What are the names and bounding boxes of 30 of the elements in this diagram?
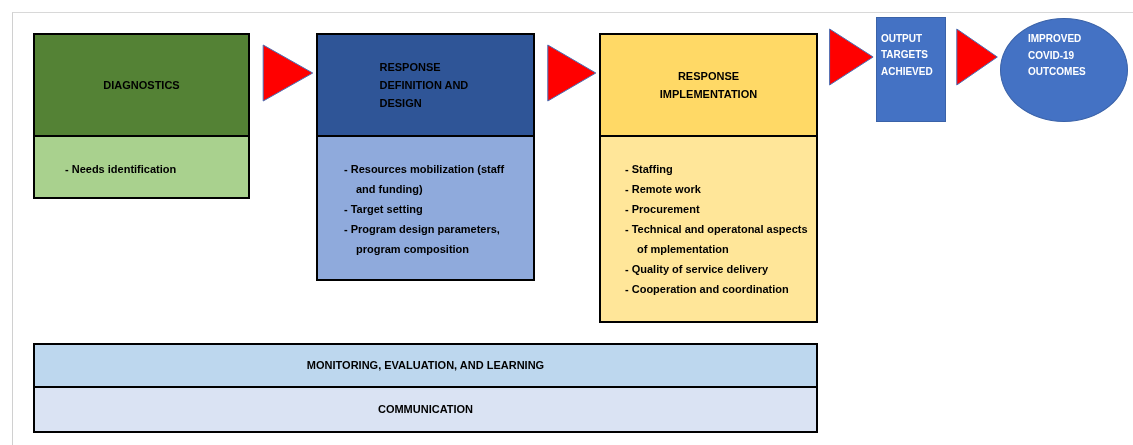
box-title: MONITORING, EVALUATION, AND LEARNING: [306, 358, 545, 374]
bullet-item: - Cooperation and coordination: [625, 282, 789, 297]
box-title: RESPONSE DEFINITION AND DESIGN: [379, 59, 470, 112]
box-title: RESPONSE IMPLEMENTATION: [658, 68, 759, 102]
stage-header-box: [599, 33, 818, 137]
arrow: [829, 28, 874, 86]
stage-detail-box: [599, 135, 818, 323]
bullet-item: - Resources mobilization (staff and funding): [344, 162, 506, 197]
stage-header-box: [33, 33, 250, 137]
box-title: IMPROVED COVID-19 OUTCOMES: [1028, 32, 1087, 80]
bullet-item: - Procurement: [625, 202, 701, 217]
cross-cutting-band: [33, 343, 818, 388]
box-title: OUTPUT TARGETS ACHIEVED: [881, 31, 934, 79]
arrow: [547, 44, 597, 102]
stage-detail-box: [316, 135, 535, 281]
bullet-item: - Technical and operatonal aspects of mplementation: [625, 222, 808, 257]
bullet-item: - Remote work: [625, 182, 701, 197]
stage-header-box: [316, 33, 535, 137]
cross-cutting-band: [33, 386, 818, 433]
result-box: [876, 17, 946, 122]
bullet-item: - Needs identification: [65, 162, 177, 177]
stage-detail-box: [33, 135, 250, 199]
bullet-item: - Quality of service delivery: [625, 262, 769, 277]
arrow: [956, 28, 998, 86]
box-title: COMMUNICATION: [377, 402, 474, 418]
bullet-item: - Target setting: [344, 202, 423, 217]
arrow: [262, 44, 314, 102]
box-title: DIAGNOSTICS: [103, 77, 180, 93]
bullet-item: - Staffing: [625, 162, 674, 177]
bullet-item: - Program design parameters, program composition: [344, 222, 501, 257]
